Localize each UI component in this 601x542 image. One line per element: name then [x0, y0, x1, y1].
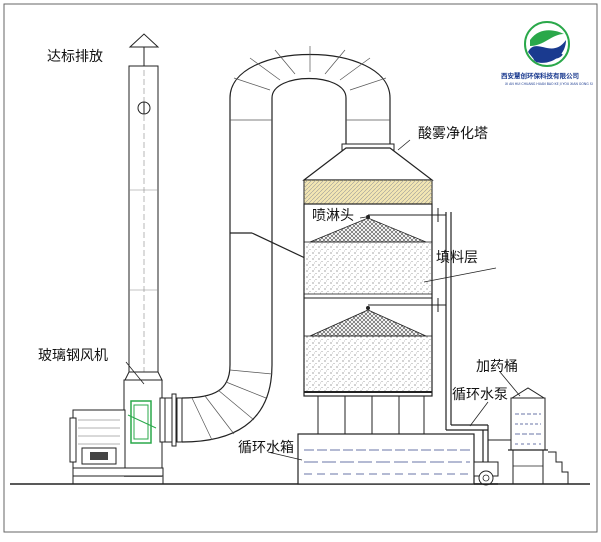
logo-company-name: 西安慧创环保科技有限公司	[501, 71, 579, 80]
exhaust-stack	[124, 33, 163, 381]
leader-lines	[125, 139, 521, 461]
circulation-piping	[436, 212, 516, 466]
fiberglass-fan	[69, 379, 164, 484]
frame-border	[3, 3, 598, 533]
label-acid-mist-tower: 酸雾净化塔	[418, 126, 488, 142]
label-circulation-pump: 循环水泵	[452, 387, 508, 403]
fan-inlet-duct	[159, 393, 183, 447]
label-circulating-tank: 循环水箱	[238, 440, 294, 456]
label-chimney-discharge: 达标排放	[47, 49, 103, 65]
acid-mist-tower	[302, 147, 439, 484]
logo-english-name: XI AN HUI CHUANG HUAN BAO KE JI YOU XIAN…	[505, 82, 593, 86]
circulation-pump	[473, 461, 499, 486]
label-dosing-tank: 加药桶	[476, 359, 518, 375]
label-spray-head: 喷淋头	[312, 208, 354, 224]
company-logo: 西安慧创环保科技有限公司 XI AN HUI CHUANG HUAN BAO K…	[501, 21, 593, 86]
label-fiberglass-fan: 玻璃钢风机	[38, 347, 108, 364]
label-packing-layer: 填料层	[436, 250, 478, 266]
dosing-tank	[508, 387, 569, 484]
circulating-tank	[297, 433, 475, 485]
connecting-duct	[181, 46, 395, 443]
